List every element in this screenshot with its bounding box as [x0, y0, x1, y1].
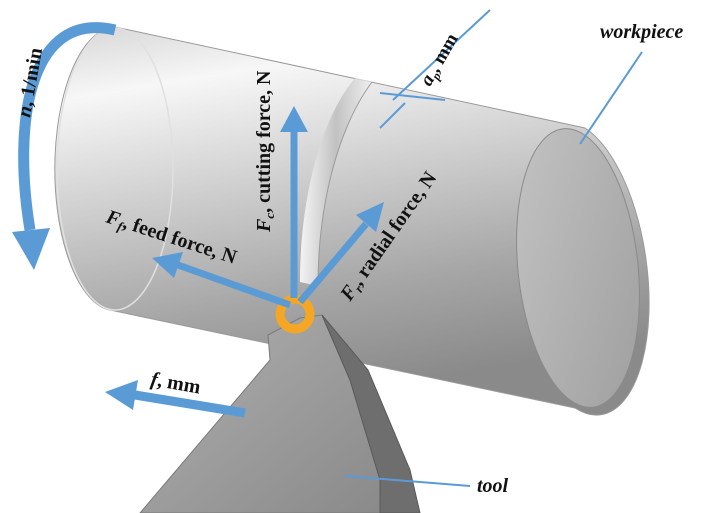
depth-of-cut-label: ap, mm: [416, 30, 464, 91]
cutting-force-arrow-head: [280, 106, 308, 132]
radial-force-arrow: [297, 221, 369, 305]
workpiece-leader-line: [579, 51, 643, 145]
rotation-arrow: [18, 22, 117, 231]
workpiece-cylinder: [54, 27, 650, 416]
cylinder-body: [54, 27, 650, 416]
workpiece-label: workpiece: [600, 21, 683, 43]
cutting-tool: [139, 314, 421, 513]
feed-arrow: [134, 390, 246, 418]
tool-label: tool: [477, 475, 509, 497]
workpiece-end-face: [516, 128, 640, 408]
radial-force-arrow-head: [356, 202, 384, 232]
depth-leader-line: [392, 9, 491, 101]
tool-contact-ring: [275, 294, 315, 334]
tool-side-face: [321, 314, 421, 513]
feed-arrow-head: [105, 380, 138, 410]
depth-leader-line-lower: [379, 102, 406, 129]
arrows: [12, 9, 643, 487]
groove-edge: [317, 81, 373, 287]
rotation-arrow-head: [12, 228, 50, 270]
cut-groove: [300, 78, 372, 286]
cutting-force-label: Fc, cutting force, N: [253, 70, 277, 233]
feed-force-arrow-head: [152, 252, 183, 278]
tool-leader-line: [344, 475, 471, 487]
depth-dimension-line: [379, 92, 446, 101]
rotation-label: n, 1/min: [13, 46, 47, 119]
feed-force-arrow: [176, 261, 292, 309]
